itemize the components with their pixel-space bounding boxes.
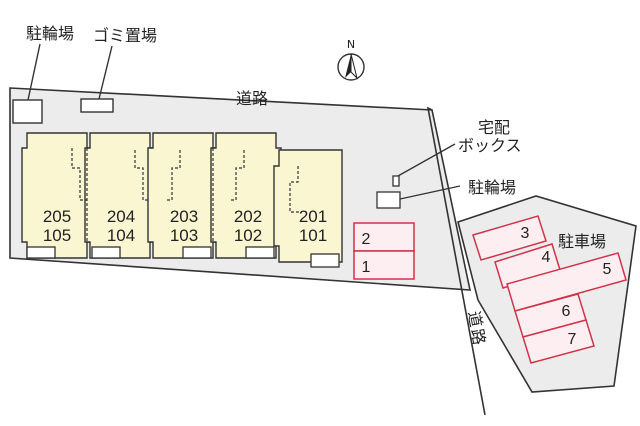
- entrance-box: [182, 246, 212, 259]
- unit-204-lower: 104: [107, 226, 135, 245]
- entrance-box: [91, 246, 121, 259]
- garbage-area-label: ゴミ置場: [93, 26, 157, 45]
- unit-202-upper: 202: [234, 207, 262, 226]
- bike-parking-right-label: 駐輪場: [468, 178, 516, 197]
- north-arrow-icon: [337, 53, 365, 81]
- building: [21, 132, 343, 268]
- parking-label-2: 2: [362, 231, 371, 248]
- bike-parking-left-label: 駐輪場: [26, 24, 74, 43]
- unit-201: [273, 149, 343, 263]
- road-right-label-1: 道: [464, 310, 485, 329]
- parking-label-5: 5: [603, 261, 612, 278]
- unit-202-lower: 102: [234, 226, 262, 245]
- unit-204-upper: 204: [107, 207, 135, 226]
- entrance-box: [310, 253, 340, 268]
- parking-label-1: 1: [362, 259, 371, 276]
- entrance-box: [26, 246, 56, 259]
- unit-205-upper: 205: [43, 207, 71, 226]
- delivery-box-label-2: ボックス: [458, 136, 522, 155]
- parking-space-1: [353, 250, 415, 280]
- road-right-label-2: 路: [467, 327, 488, 346]
- parking-label-6: 6: [562, 303, 571, 320]
- parking-label-7: 7: [568, 331, 577, 348]
- unit-205-lower: 105: [43, 226, 71, 245]
- delivery-box-label-1: 宅配: [478, 118, 510, 137]
- bike-parking-right-leader: [399, 185, 461, 200]
- delivery-box: [392, 175, 400, 187]
- unit-203-lower: 103: [170, 226, 198, 245]
- unit-201-upper: 201: [299, 207, 327, 226]
- bike-parking-left: [12, 99, 43, 124]
- bike-parking-right: [376, 191, 401, 209]
- parking-label-4: 4: [542, 249, 551, 266]
- unit-201-lower: 101: [299, 226, 327, 245]
- road-edge-line: [426, 106, 486, 416]
- parking-lot-label: 駐車場: [558, 232, 606, 251]
- parking-space-3: [472, 215, 547, 261]
- parking-spaces-right: [472, 215, 627, 364]
- garbage-area-leader: [98, 45, 113, 100]
- parking-space-7: [522, 319, 595, 364]
- north-label: N: [347, 38, 355, 51]
- delivery-box-leader: [397, 143, 456, 177]
- parking-space-5: [506, 252, 627, 312]
- unit-202: [210, 132, 282, 259]
- unit-203-upper: 203: [170, 207, 198, 226]
- bike-parking-left-leader: [27, 43, 41, 101]
- entrance-box: [245, 246, 275, 259]
- garbage-area: [80, 98, 114, 113]
- road-right-label: 道 路: [464, 310, 489, 347]
- road-top-label: 道路: [236, 89, 268, 108]
- interior-dashed-lines: [71, 148, 300, 242]
- parking-label-3: 3: [521, 225, 530, 242]
